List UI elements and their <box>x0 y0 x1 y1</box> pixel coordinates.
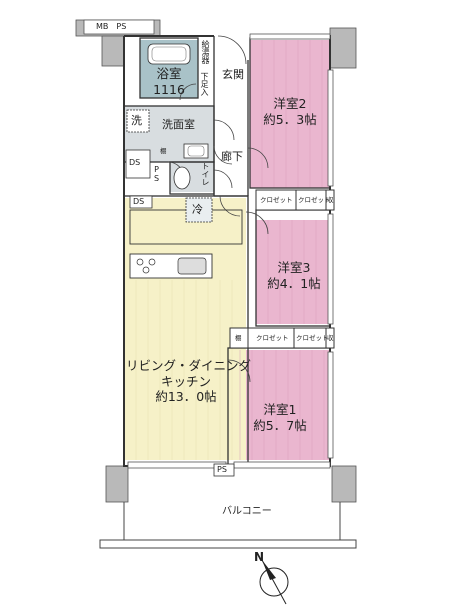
washer-mark: 洗 <box>131 114 142 127</box>
ps-bottom-label: PS <box>217 465 227 474</box>
ldk-label: リビング・ダイニング キッチン 約13．0帖 <box>126 358 252 405</box>
cabinet-label-1: 棚 <box>160 147 167 155</box>
water-heater-label: 給湯器 <box>201 40 210 64</box>
fridge-mark: 冷 <box>192 203 203 216</box>
corridor-label: 廊下 <box>221 150 243 163</box>
ps-small-label: P S <box>154 165 160 183</box>
shoe-cabinet-label: 下足入 <box>200 72 209 96</box>
closet-label-2: クロゼット <box>298 196 331 204</box>
cabinet-label-2: 棚 <box>235 334 242 342</box>
closet-label-1: クロゼット <box>260 196 293 204</box>
north-label: N <box>254 550 265 564</box>
bedroom-2-floor <box>250 40 330 188</box>
ldk-floor <box>124 198 246 460</box>
entrance-label: 玄関 <box>222 68 244 81</box>
toilet-label: トイレ <box>201 162 210 186</box>
balcony-label: バルコニー <box>222 506 272 517</box>
bedroom-3-floor <box>256 220 330 324</box>
storage-label-1: 収 <box>327 196 334 204</box>
washroom-label: 洗面室 <box>162 118 195 131</box>
bedroom-2-label: 洋室2 約5．3帖 <box>263 96 317 127</box>
storage-label-2: 収 <box>327 334 334 342</box>
north-arrow-icon <box>262 560 276 580</box>
ds-label-1: DS <box>129 158 141 167</box>
bath-label: 浴室 1116 <box>153 66 185 97</box>
mb-ps-label: MB PS <box>96 22 127 31</box>
closet-label-3: クロゼット <box>256 334 289 342</box>
ds-label-2: DS <box>133 197 145 206</box>
closet-label-4: クロゼット <box>296 334 329 342</box>
bedroom-1-label: 洋室1 約5．7帖 <box>253 402 307 433</box>
bedroom-3-label: 洋室3 約4．1帖 <box>267 260 321 291</box>
